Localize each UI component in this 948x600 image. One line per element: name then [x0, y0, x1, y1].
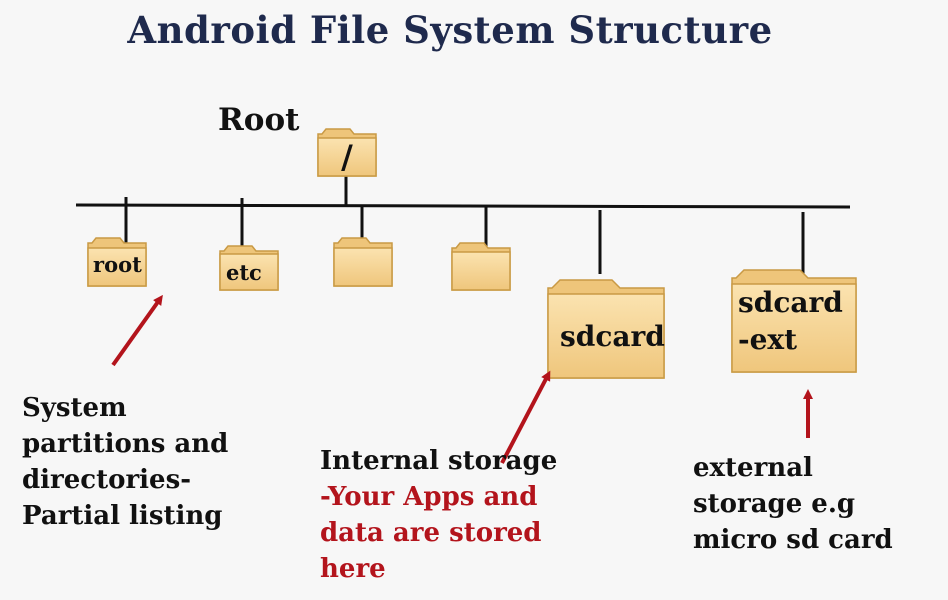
caption-line: partitions and: [22, 429, 229, 459]
internal-storage-caption: Internal storage -Your Apps and data are…: [320, 443, 610, 587]
caption-highlight-line: here: [320, 554, 386, 584]
folder-etc-icon: [219, 245, 279, 291]
caption-highlight-line: data are stored: [320, 518, 542, 548]
root-folder-icon: [317, 128, 377, 177]
caption-line: System: [22, 393, 127, 423]
caption-line: directories-: [22, 465, 192, 495]
root-label: Root: [218, 102, 300, 138]
caption-line: Partial listing: [22, 501, 223, 531]
annotation-arrows: [111, 294, 813, 464]
external-storage-caption: external storage e.g micro sd card: [693, 450, 943, 558]
caption-line: external: [693, 453, 813, 483]
tree-lines: [75, 176, 851, 274]
folder-root-label: root: [93, 252, 142, 277]
folder-sdcard-ext-label: sdcard -ext: [738, 284, 843, 358]
folder-etc-label: etc: [226, 260, 262, 285]
folder-4-icon: [451, 242, 511, 291]
root-symbol: /: [341, 138, 353, 176]
folder-sdcard-label: sdcard: [560, 320, 665, 353]
arrow-internal: [500, 370, 551, 464]
folder-sdcard-icon: [547, 279, 665, 379]
folder-sdcard-ext-icon: [731, 269, 857, 373]
caption-line: micro sd card: [693, 525, 893, 555]
folder-3-icon: [333, 237, 393, 287]
caption-heading: Internal storage: [320, 446, 558, 476]
system-partitions-caption: System partitions and directories- Parti…: [22, 390, 282, 534]
horizontal-bus: [75, 203, 851, 209]
folder-root-icon: [87, 237, 147, 287]
caption-highlight-line: -Your Apps and: [320, 482, 538, 512]
diagram-title: Android File System Structure: [127, 8, 773, 52]
folder-sdcard-ext-line-2: -ext: [738, 323, 798, 356]
caption-line: storage e.g: [693, 489, 856, 519]
arrow-system: [111, 294, 163, 367]
folder-sdcard-ext-line-1: sdcard: [738, 286, 843, 319]
